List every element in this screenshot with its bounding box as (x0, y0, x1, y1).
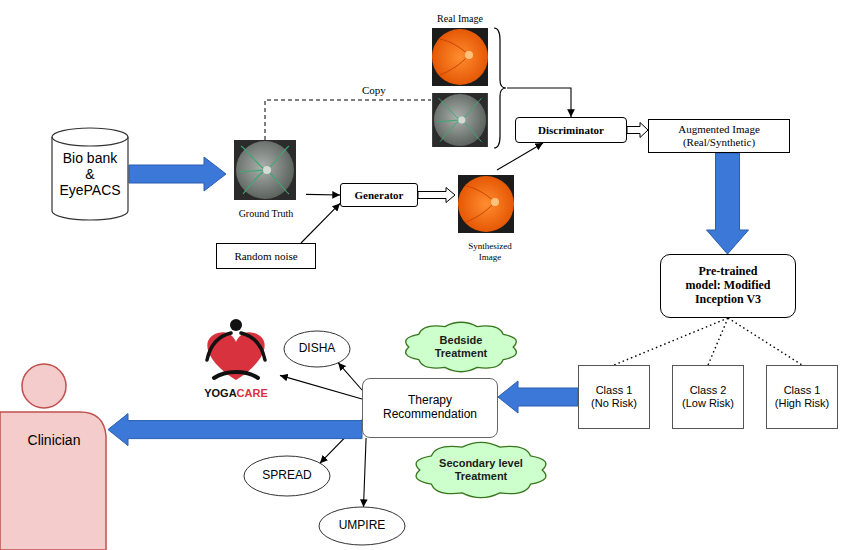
node-label: Secondary level Treatment (437, 457, 525, 482)
arms-symbol (207, 333, 265, 360)
discriminator-box: Discriminator (515, 117, 627, 143)
ellipse-outline (284, 331, 350, 367)
real-image: Real Image (425, 13, 495, 88)
therapy-box: Therapy Recommendation (362, 378, 498, 438)
fundus-image (458, 175, 514, 233)
node-label: Augmented Image (Real/Synthetic) (655, 123, 783, 148)
cloud-outline (416, 442, 546, 497)
block-arrow (707, 153, 749, 254)
flow-arrow (301, 203, 340, 243)
person-outline (0, 362, 108, 550)
yoga-icon (207, 319, 265, 380)
ellipse-outline (319, 507, 405, 545)
person-body (0, 412, 106, 550)
class-box: Class 1 (High Risk) (766, 365, 838, 429)
fundus-image (432, 93, 488, 147)
treatment-cloud: Secondary level Treatment (410, 439, 552, 501)
yoga-care-logo: YOGACARE (192, 318, 280, 400)
copy-line (265, 100, 431, 140)
node-label: Bedside Treatment (428, 334, 494, 359)
flow-arrow (364, 438, 367, 507)
flow-arrow (507, 88, 571, 117)
dotted-link (728, 318, 802, 365)
block-arrow (129, 157, 226, 191)
node-label: YOGA (204, 387, 236, 400)
dotted-link (708, 318, 728, 365)
node-label: Generator (355, 189, 404, 202)
synthesized-image: Synthesized Image (455, 170, 525, 262)
node-label: Class 2 (Low Risk) (680, 384, 736, 409)
node-label: SPREAD (262, 469, 311, 483)
cylinder-rim (52, 137, 128, 146)
database-cylinder: Bio bank & EyePACS (51, 128, 129, 220)
block-arrow (108, 414, 362, 446)
node-label: Synthesized Image (457, 241, 523, 262)
dotted-link (614, 318, 728, 365)
cylinder-body (52, 128, 128, 220)
node-label: UMPIRE (339, 519, 386, 533)
hollow-arrow (418, 188, 455, 203)
legs-symbol (214, 372, 258, 378)
node-label: Bio bank & EyePACS (58, 150, 122, 198)
class-box: Class 1 (No Risk) (578, 365, 650, 429)
treatment-cloud: Bedside Treatment (400, 319, 522, 375)
clinician-figure: Clinician (0, 362, 108, 550)
node-label: Real Image (437, 13, 483, 25)
program-ellipse: DISHA (283, 330, 351, 368)
heart-symbol (207, 332, 264, 380)
node-label: CARE (237, 387, 268, 400)
node-label: Clinician (28, 432, 81, 448)
node-label: DISHA (299, 342, 336, 356)
cloud-outline (406, 322, 517, 371)
ground-truth-image: Ground Truth (226, 137, 306, 219)
augmented-image-box: Augmented Image (Real/Synthetic) (648, 119, 790, 153)
program-ellipse: SPREAD (243, 455, 331, 497)
node-label: Class 1 (No Risk) (586, 384, 642, 409)
class-box: Class 2 (Low Risk) (672, 365, 744, 429)
head-symbol (230, 319, 242, 331)
fundus-image (432, 28, 488, 86)
copy-label: Copy (360, 84, 388, 97)
fundus-image (234, 140, 296, 200)
block-arrow (498, 381, 578, 413)
person-head (22, 364, 66, 408)
flow-arrow (306, 194, 340, 196)
flow-arrow (338, 363, 362, 390)
model-box: Pre-trained model: Modified Inception V3 (660, 254, 796, 318)
node-label: Discriminator (538, 124, 604, 137)
node-label: Ground Truth (239, 208, 294, 220)
node-label: Random noise (234, 250, 297, 263)
brace (494, 28, 506, 148)
hollow-arrow (627, 123, 648, 138)
program-ellipse: UMPIRE (318, 506, 406, 546)
noise-box: Random noise (216, 243, 316, 269)
generator-box: Generator (340, 183, 418, 207)
node-label: Class 1 (High Risk) (774, 384, 830, 409)
node-label: Pre-trained model: Modified Inception V3 (682, 265, 774, 306)
ellipse-outline (244, 456, 330, 496)
node-label: Therapy Recommendation (380, 394, 480, 422)
flow-arrow (497, 143, 543, 170)
flow-arrow (280, 375, 362, 399)
